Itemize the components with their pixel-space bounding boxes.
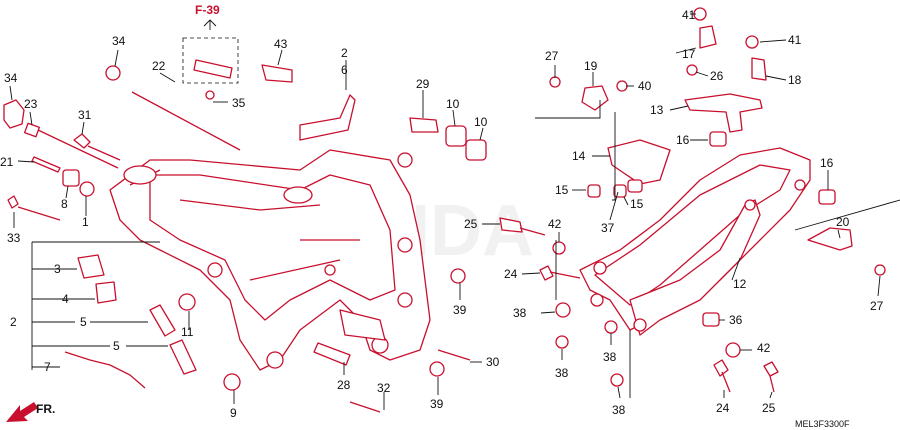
callout-23: 23 [24, 97, 38, 111]
callout-16: 16 [676, 133, 690, 147]
callout-25: 25 [762, 401, 776, 415]
callout-38: 38 [513, 306, 527, 320]
front-arrow-icon [6, 402, 38, 422]
callout-35: 35 [232, 96, 246, 110]
callout-27: 27 [545, 49, 559, 63]
callout-22: 22 [152, 59, 166, 73]
callout-6: 6 [341, 63, 348, 77]
callout-21: 21 [0, 155, 14, 169]
diagram-code: MEL3F3300F [795, 419, 850, 429]
callout-38: 38 [612, 403, 626, 417]
front-direction-group: FR. [6, 402, 55, 422]
callout-26: 26 [710, 69, 724, 83]
callout-38: 38 [555, 366, 569, 380]
callout-24: 24 [504, 267, 518, 281]
reference-arrow-icon [203, 19, 217, 30]
callout-34: 34 [112, 34, 126, 48]
callout-43: 43 [274, 37, 288, 51]
callout-29: 29 [416, 77, 430, 91]
callout-39: 39 [430, 397, 444, 411]
left-leaders [9, 49, 484, 410]
callout-37: 37 [601, 221, 615, 235]
callout-38: 38 [603, 350, 617, 364]
callout-41: 41 [788, 33, 802, 47]
callout-3: 3 [54, 262, 61, 276]
callout-33: 33 [7, 231, 21, 245]
callout-1: 1 [82, 215, 89, 229]
callout-8: 8 [61, 197, 68, 211]
right-leaders [482, 13, 900, 399]
callout-9: 9 [230, 406, 237, 420]
callout-17: 17 [682, 47, 696, 61]
callout-40: 40 [638, 79, 652, 93]
main-frame-part [109, 149, 431, 371]
callout-14: 14 [572, 149, 586, 163]
callout-39: 39 [453, 303, 467, 317]
callout-10: 10 [446, 97, 460, 111]
callout-15: 15 [630, 197, 644, 211]
callout-36: 36 [729, 313, 743, 327]
callout-30: 30 [486, 355, 500, 369]
callout-5: 5 [80, 315, 87, 329]
callout-19: 19 [584, 59, 598, 73]
callout-12: 12 [733, 277, 747, 291]
callout-32: 32 [377, 381, 391, 395]
callout-2: 2 [341, 46, 348, 60]
callout-2: 2 [10, 315, 17, 329]
callout-labels: 34 23 21 33 34 22 31 8 1 35 43 2 6 29 10… [0, 8, 884, 420]
callout-34: 34 [4, 71, 18, 85]
callout-5: 5 [113, 339, 120, 353]
callout-27: 27 [870, 299, 884, 313]
reference-tag-group[interactable]: F-39 [182, 3, 239, 84]
callout-28: 28 [337, 378, 351, 392]
callout-16: 16 [820, 156, 834, 170]
front-label: FR. [36, 402, 55, 416]
callout-42: 42 [548, 217, 562, 231]
callout-13: 13 [650, 103, 664, 117]
reference-tag[interactable]: F-39 [195, 3, 220, 17]
callout-7: 7 [44, 360, 51, 374]
callout-42: 42 [757, 341, 771, 355]
reference-box [182, 37, 239, 84]
callout-10: 10 [474, 115, 488, 129]
callout-11: 11 [181, 325, 194, 339]
callout-41: 41 [682, 8, 696, 22]
callout-15: 15 [555, 183, 569, 197]
left-parts [3, 59, 487, 413]
sub-frame-part [499, 7, 886, 393]
callout-31: 31 [78, 108, 92, 122]
callout-4: 4 [62, 292, 69, 306]
callout-20: 20 [836, 215, 850, 229]
callout-24: 24 [716, 401, 730, 415]
callout-25: 25 [464, 217, 478, 231]
callout-18: 18 [788, 73, 802, 87]
